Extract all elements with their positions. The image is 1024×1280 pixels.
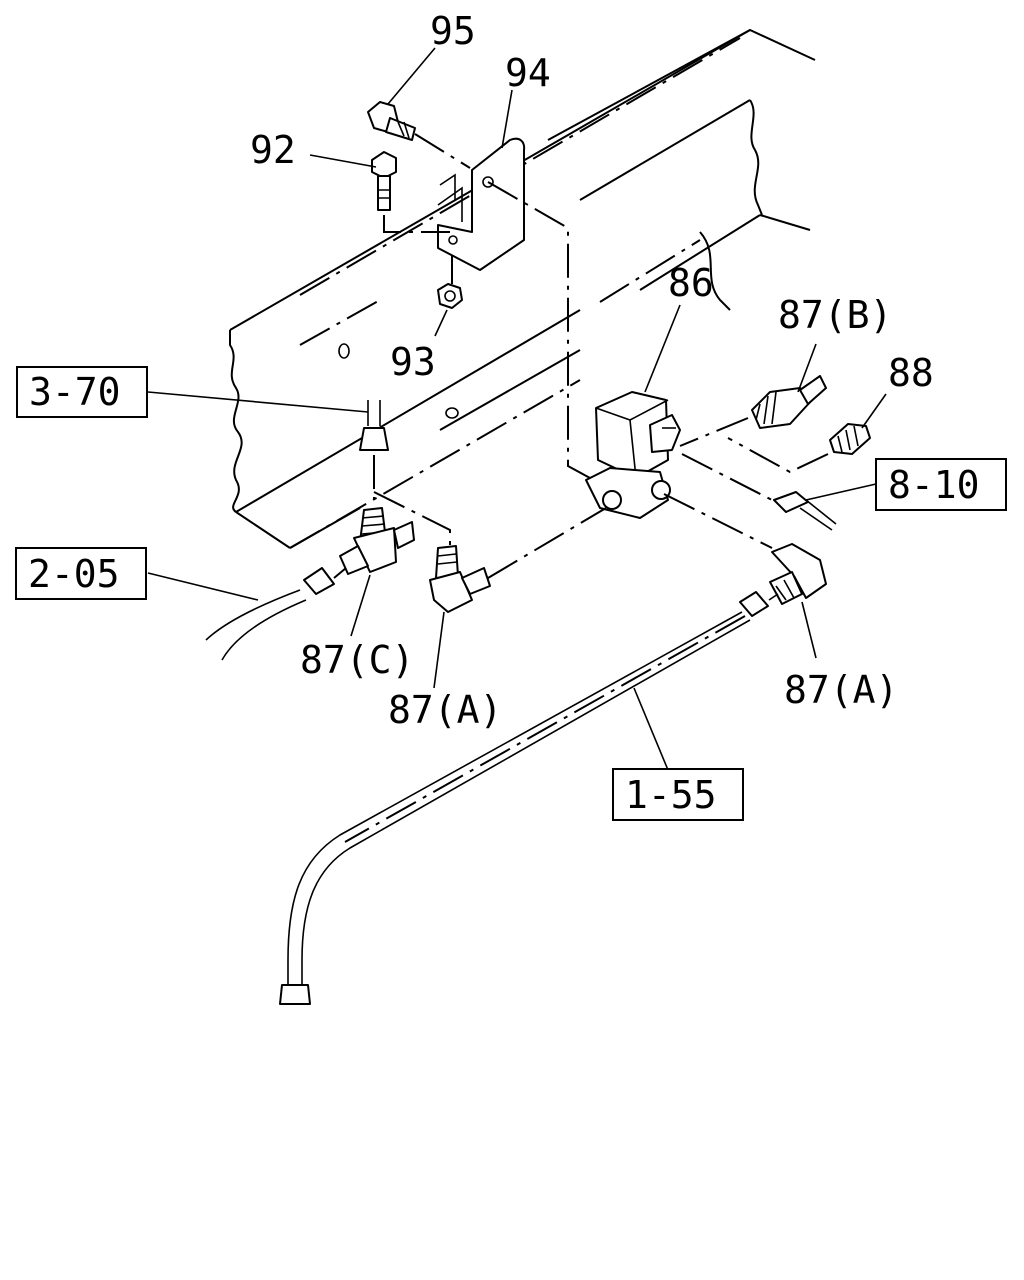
plug-88 [727, 423, 871, 474]
label-87a-left: 87(A) [388, 688, 502, 732]
label-93: 93 [390, 340, 436, 384]
ref-label-1-55: 1-55 [625, 773, 717, 817]
hose-1-55 [279, 591, 779, 1005]
label-92: 92 [250, 128, 296, 172]
elbow-fitting-87a-right [663, 493, 827, 605]
label-87b: 87(B) [778, 293, 892, 337]
connector-8-10 [681, 453, 837, 531]
label-95: 95 [430, 9, 476, 53]
hose-2-05 [205, 567, 347, 661]
solenoid-valve-86 [487, 181, 681, 519]
sensor-3-70 [359, 400, 389, 500]
chassis-frame [229, 28, 816, 549]
leader-lines [147, 47, 887, 771]
fitting-87b [679, 375, 827, 447]
ref-label-8-10: 8-10 [888, 463, 980, 507]
label-88: 88 [888, 351, 934, 395]
bolt-92 [371, 151, 450, 233]
ref-box-3-70: 3-70 [16, 366, 148, 418]
label-87a-right: 87(A) [784, 668, 898, 712]
label-94: 94 [505, 51, 551, 95]
ref-box-1-55: 1-55 [612, 768, 744, 821]
bracket-94 [437, 137, 526, 271]
nut-93 [437, 255, 463, 309]
ref-label-3-70: 3-70 [29, 370, 121, 414]
label-86: 86 [668, 261, 714, 305]
ref-box-8-10: 8-10 [875, 458, 1007, 511]
label-87c: 87(C) [300, 638, 414, 682]
ref-label-2-05: 2-05 [28, 552, 120, 596]
bolt-95 [367, 101, 471, 169]
elbow-fitting-87a-left [373, 491, 607, 613]
ref-box-2-05: 2-05 [15, 547, 147, 600]
tee-fitting-87c [339, 507, 415, 575]
